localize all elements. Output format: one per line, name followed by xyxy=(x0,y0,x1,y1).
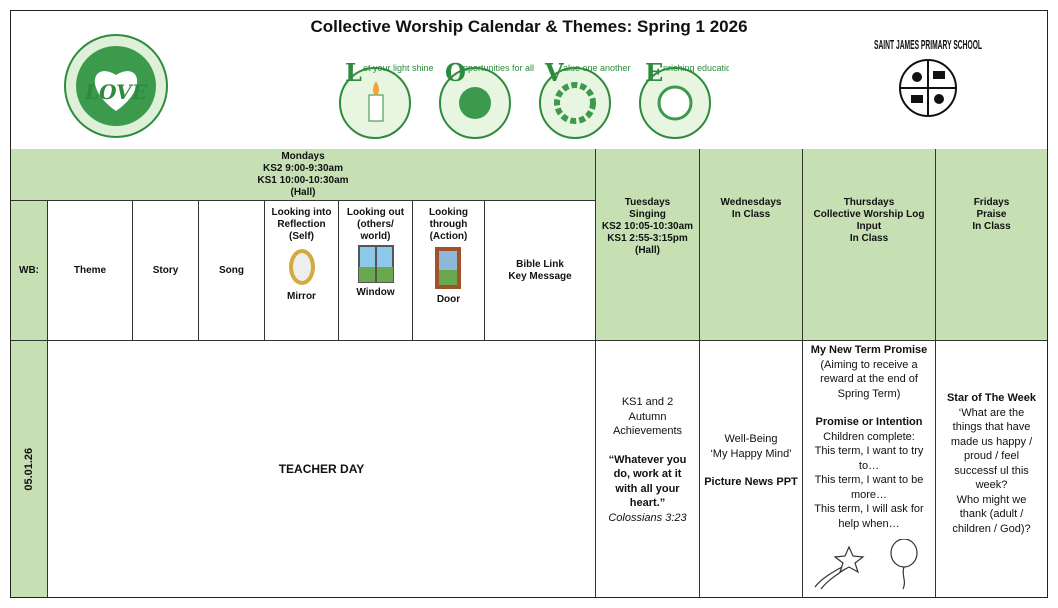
bible-link-header: Bible Link Key Message xyxy=(485,201,596,341)
week-date: 05.01.26 xyxy=(22,447,35,491)
date-cell: 05.01.26 xyxy=(11,341,48,597)
teacher-day-label: TEACHER DAY xyxy=(278,461,365,476)
love-caption-e: nriching education xyxy=(663,63,729,73)
love-values-graphic: L O V E et your light shine pportunities… xyxy=(339,58,736,139)
love-letter-o: O xyxy=(445,58,466,87)
window-label: Window xyxy=(356,287,395,298)
door-label: Door xyxy=(436,294,461,305)
mirror-label: Mirror xyxy=(287,291,316,302)
love-letter-l: L xyxy=(345,58,362,87)
wednesdays-header: Wednesdays In Class xyxy=(700,149,803,341)
looking-into-header: Looking into Reflection (Self) Mirror xyxy=(265,201,339,341)
mondays-hall: (Hall) xyxy=(290,186,316,198)
love-caption-l: et your light shine xyxy=(363,63,434,73)
looking-out-header: Looking out (others/ world) Window xyxy=(339,201,413,341)
love-caption-v: alue one another xyxy=(563,63,631,73)
looking-through-header: Looking through (Action) Door xyxy=(413,201,485,341)
page-title: Collective Worship Calendar & Themes: Sp… xyxy=(310,17,748,36)
theme-header: Theme xyxy=(48,201,133,341)
story-header: Story xyxy=(133,201,199,341)
star-balloon-doodle xyxy=(814,539,918,590)
header: Collective Worship Calendar & Themes: Sp… xyxy=(11,11,1047,150)
door-icon xyxy=(435,247,462,289)
thursdays-header: Thursdays Collective Worship Log Input I… xyxy=(803,149,936,341)
mondays-ks1: KS1 10:00-10:30am xyxy=(257,174,349,186)
mondays-ks2: KS2 9:00-9:30am xyxy=(262,162,344,174)
fridays-header: Fridays Praise In Class xyxy=(936,149,1047,341)
school-logo-text: SAINT JAMES PRIMARY SCHOOL xyxy=(874,37,982,52)
mondays-header: Mondays KS2 9:00-9:30am KS1 10:00-10:30a… xyxy=(11,149,596,201)
tuesday-cell: KS1 and 2 Autumn Achievements “Whatever … xyxy=(596,341,700,597)
love-values: L O V E et your light shine pportunities… xyxy=(329,51,736,143)
bible-reference: Colossians 3:23 xyxy=(608,511,687,524)
wb-header: WB: xyxy=(11,201,48,341)
love-letter-v: V xyxy=(544,58,564,87)
wednesday-cell: Well-Being ‘My Happy Mind’ Picture News … xyxy=(700,341,803,597)
window-icon xyxy=(357,245,394,283)
star-of-the-week: Star of The Week xyxy=(946,392,1037,404)
friday-cell: Star of The Week ‘What are the things th… xyxy=(936,341,1047,597)
love-caption-o: pportunities for all xyxy=(463,63,534,73)
teacher-day-cell: TEACHER DAY xyxy=(48,341,596,597)
love-logo: LOVE xyxy=(64,34,168,138)
picture-news-label: Picture News PPT xyxy=(704,476,798,488)
love-letter-e: E xyxy=(645,58,663,87)
song-header: Song xyxy=(199,201,265,341)
calendar-table: Collective Worship Calendar & Themes: Sp… xyxy=(10,10,1048,598)
mondays-label: Mondays xyxy=(281,150,325,162)
tuesdays-header: Tuesdays Singing KS2 10:05-10:30am KS1 2… xyxy=(596,149,700,341)
mirror-icon xyxy=(288,249,315,285)
school-logo: SAINT JAMES PRIMARY SCHOOL xyxy=(874,37,982,117)
love-logo-text: LOVE xyxy=(84,80,148,104)
thursday-cell: My New Term Promise (Aiming to receive a… xyxy=(803,341,936,597)
